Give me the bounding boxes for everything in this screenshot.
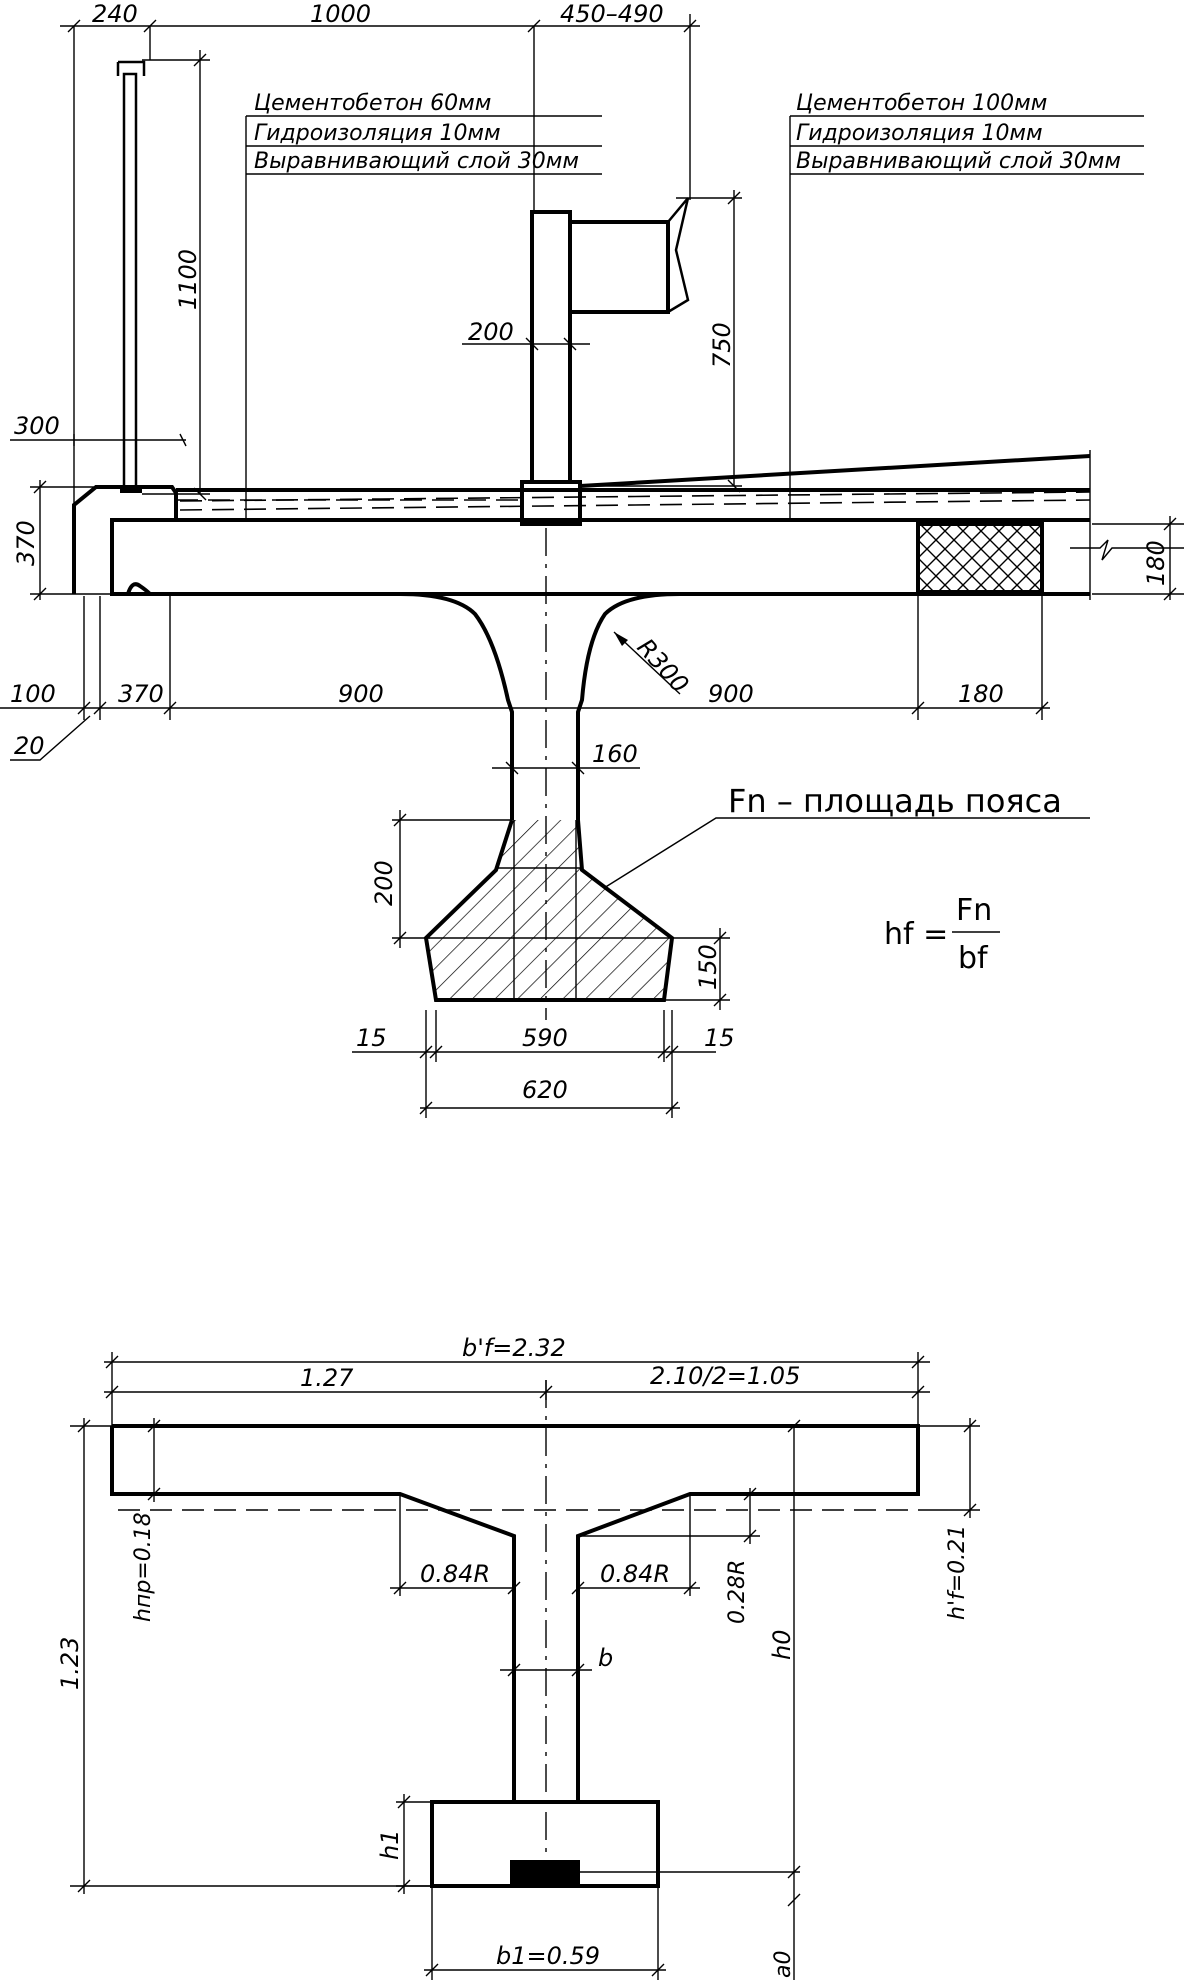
formula-numerator: Fn: [956, 893, 992, 928]
formula-lhs: hf =: [884, 917, 948, 952]
dim-20: 20: [14, 732, 45, 760]
layer-right-2: Гидроизоляция 10мм: [796, 121, 1043, 146]
dim-1000: 1000: [310, 0, 371, 28]
dim-1-05: 2.10/2=1.05: [650, 1362, 800, 1390]
bottom-chord: [423, 819, 675, 1002]
dim-0-84r-right: 0.84R: [600, 1560, 670, 1588]
layer-left-3: Выравнивающий слой 30мм: [254, 149, 579, 174]
dim-200-chord: 200: [370, 860, 398, 906]
dim-1-27: 1.27: [300, 1364, 354, 1392]
top-section: 240 1000 450–490 1100 300 370 200 750 18…: [0, 0, 1184, 1118]
dim-150: 150: [694, 944, 722, 990]
dim-0-84r-left: 0.84R: [420, 1560, 490, 1588]
dim-1100: 1100: [174, 249, 202, 310]
dim-370-vertical: 370: [12, 520, 40, 566]
dim-r300: R300: [632, 633, 695, 698]
dim-240: 240: [92, 0, 138, 28]
railing-post: [116, 60, 146, 493]
dim-750: 750: [708, 322, 736, 368]
dim-bf: b'f=2.32: [462, 1334, 566, 1362]
dim-hf: h'f=0.21: [945, 1525, 970, 1620]
dim-200: 200: [468, 318, 514, 346]
dim-300: 300: [14, 412, 60, 440]
dim-a0: a0: [771, 1951, 796, 1978]
layer-right-3: Выравнивающий слой 30мм: [796, 149, 1121, 174]
dim-180-vertical: 180: [1142, 540, 1170, 586]
fn-label: Fn – площадь пояса: [728, 782, 1062, 820]
dim-b: b: [598, 1644, 613, 1672]
layer-left-1: Цементобетон 60мм: [254, 91, 491, 116]
deck-slab: [72, 197, 1184, 820]
dim-h0: h0: [768, 1630, 796, 1660]
dimension-lines-top: [0, 14, 1184, 1118]
dim-100: 100: [10, 680, 56, 708]
dim-hpr: hпр=0.18: [131, 1512, 156, 1622]
dim-160: 160: [592, 740, 638, 768]
dimension-lines-bottom: [70, 1352, 980, 1980]
dim-900-left: 900: [338, 680, 384, 708]
dim-15-right: 15: [704, 1024, 735, 1052]
dim-450-490: 450–490: [560, 0, 664, 28]
dim-0-28r: 0.28R: [725, 1560, 750, 1624]
dim-620: 620: [522, 1076, 568, 1104]
dim-370-horizontal: 370: [118, 680, 164, 708]
formula-denominator: bf: [958, 941, 989, 976]
dim-h1: h1: [376, 1830, 404, 1860]
dim-590: 590: [522, 1024, 568, 1052]
bottom-section: b'f=2.32 1.27 2.10/2=1.05 1.23 hпр=0.18 …: [56, 1334, 980, 1980]
dim-900-right: 900: [708, 680, 754, 708]
dim-1-23: 1.23: [56, 1637, 84, 1690]
dim-180-horizontal: 180: [958, 680, 1004, 708]
layer-left-2: Гидроизоляция 10мм: [254, 121, 501, 146]
layer-right-1: Цементобетон 100мм: [796, 91, 1047, 116]
t-beam-scheme: [110, 1380, 920, 1890]
dim-b1: b1=0.59: [496, 1942, 600, 1970]
dim-15-left: 15: [356, 1024, 387, 1052]
